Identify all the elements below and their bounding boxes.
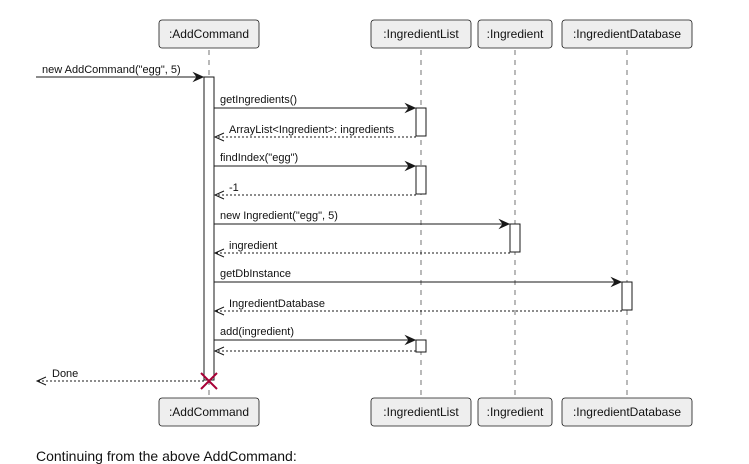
participant-ingredientlist-top: :IngredientList xyxy=(370,19,472,49)
message-add-ingredient: add(ingredient) xyxy=(214,326,417,346)
message-label: getDbInstance xyxy=(220,268,291,280)
message-label: ingredient xyxy=(229,240,277,252)
message-label: IngredientDatabase xyxy=(229,298,325,310)
return-index: -1 xyxy=(213,182,416,200)
message-label: add(ingredient) xyxy=(220,326,294,338)
activation-ingredientlist-find xyxy=(415,165,427,195)
return-done: Done xyxy=(35,368,204,386)
participant-label: :IngredientList xyxy=(383,27,459,41)
message-label: new AddCommand("egg", 5) xyxy=(42,64,181,76)
activation-ingredientlist-get xyxy=(415,107,427,137)
participant-addcommand-top: :AddCommand xyxy=(158,19,260,49)
message-new-ingredient: new Ingredient("egg", 5) xyxy=(214,210,511,230)
continuation-text: Continuing from the above AddCommand: xyxy=(36,448,297,464)
message-get-db-instance: getDbInstance xyxy=(214,268,623,288)
message-label: Done xyxy=(52,368,78,380)
activation-ingredient xyxy=(509,223,521,253)
participant-ingredientlist-bottom: :IngredientList xyxy=(370,397,472,427)
participant-label: :IngredientList xyxy=(383,405,459,419)
participant-ingredient-bottom: :Ingredient xyxy=(477,397,553,427)
message-label: getIngredients() xyxy=(220,94,297,106)
participant-addcommand-bottom: :AddCommand xyxy=(158,397,260,427)
return-add xyxy=(213,346,416,356)
message-label: -1 xyxy=(229,182,239,194)
message-find-index: findIndex("egg") xyxy=(214,152,417,172)
participant-ingredientdatabase-bottom: :IngredientDatabase xyxy=(561,397,693,427)
participant-ingredientdatabase-top: :IngredientDatabase xyxy=(561,19,693,49)
message-get-ingredients: getIngredients() xyxy=(214,94,417,114)
message-label: new Ingredient("egg", 5) xyxy=(220,210,338,222)
participant-label: :AddCommand xyxy=(169,405,249,419)
participant-label: :IngredientDatabase xyxy=(573,405,681,419)
activation-addcommand xyxy=(203,76,215,381)
participant-label: :Ingredient xyxy=(487,27,544,41)
participant-label: :IngredientDatabase xyxy=(573,27,681,41)
message-label: ArrayList<Ingredient>: ingredients xyxy=(229,124,395,136)
participant-label: :Ingredient xyxy=(487,405,544,419)
message-new-addcommand: new AddCommand("egg", 5) xyxy=(36,64,205,83)
return-ingredients-list: ArrayList<Ingredient>: ingredients xyxy=(213,124,416,142)
return-ingredient: ingredient xyxy=(213,240,510,258)
message-label: findIndex("egg") xyxy=(220,152,298,164)
destroy-marker xyxy=(200,372,218,390)
activation-ingredientdatabase xyxy=(621,281,633,311)
return-ingredient-database: IngredientDatabase xyxy=(213,298,622,316)
activation-ingredientlist-add xyxy=(415,339,427,353)
participant-ingredient-top: :Ingredient xyxy=(477,19,553,49)
participant-label: :AddCommand xyxy=(169,27,249,41)
